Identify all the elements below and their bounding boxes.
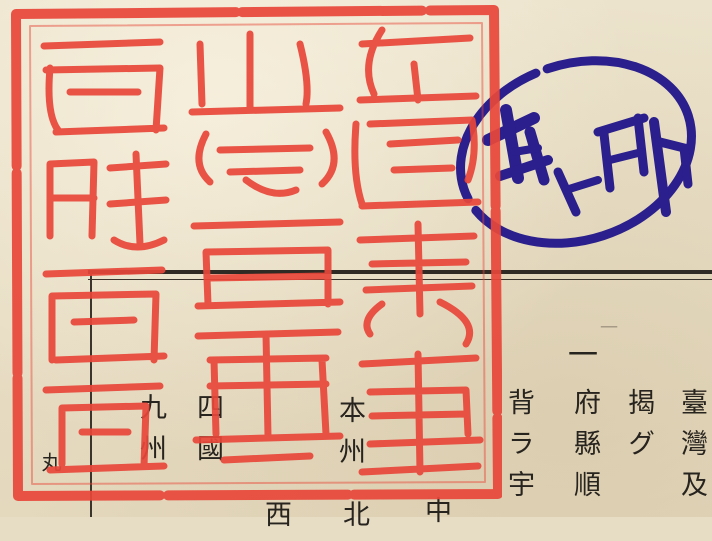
show-through-mark: 一 (597, 318, 618, 350)
bottom-char-1: 西 (260, 500, 291, 541)
text-column-3: 府縣順 (569, 388, 600, 511)
bottom-char-2: 北 (338, 500, 369, 541)
round-postmark-stamp (456, 56, 696, 248)
text-column-7: 九州 (135, 393, 166, 475)
text-column-5: 本州 (334, 396, 365, 478)
text-column-2: 揭グ (623, 388, 654, 470)
text-column-1: 臺灣及 (676, 388, 707, 511)
text-column-4: 背ラ宇 (503, 388, 534, 511)
dash-mark: 一 (568, 338, 598, 373)
horizontal-rule-thin (88, 279, 712, 280)
horizontal-rule (88, 270, 712, 274)
text-column-8: 丸 (38, 452, 62, 486)
text-column-6: 四國 (192, 393, 223, 475)
vertical-rule (90, 272, 92, 517)
